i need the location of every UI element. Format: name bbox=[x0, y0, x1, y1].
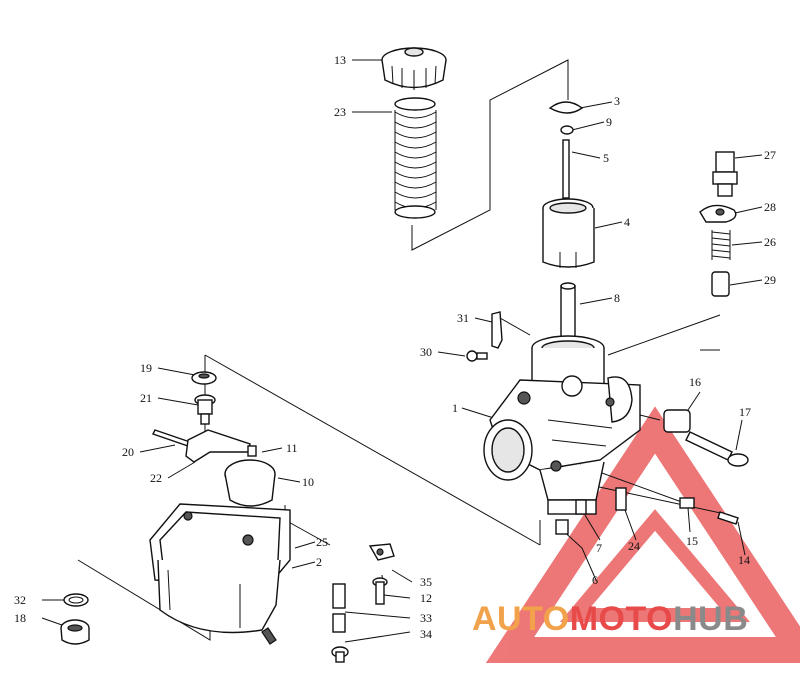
callout-26: 26 bbox=[764, 235, 776, 249]
callout-31: 31 bbox=[457, 311, 469, 325]
callout-19: 19 bbox=[140, 361, 152, 375]
callout-23: 23 bbox=[334, 105, 346, 119]
callout-28: 28 bbox=[764, 200, 776, 214]
part-float-bowl bbox=[149, 503, 291, 645]
part-idle-spring bbox=[663, 409, 691, 433]
callout-21: 21 bbox=[140, 391, 152, 405]
callout-7: 7 bbox=[596, 541, 602, 555]
part-plunger bbox=[711, 271, 730, 297]
part-drain-gasket bbox=[63, 593, 89, 607]
part-bracket bbox=[491, 311, 503, 349]
callout-13: 13 bbox=[334, 53, 346, 67]
callout-8: 8 bbox=[614, 291, 620, 305]
callout-30: 30 bbox=[420, 345, 432, 359]
part-pilot-jet bbox=[679, 497, 695, 509]
callout-34: 34 bbox=[420, 627, 432, 641]
callout-35: 35 bbox=[420, 575, 432, 589]
callout-12: 12 bbox=[420, 591, 432, 605]
part-drain-screw bbox=[331, 646, 349, 663]
part-drain-plug bbox=[60, 619, 90, 645]
part-clip-plate bbox=[548, 101, 584, 114]
callout-6: 6 bbox=[592, 573, 598, 587]
callout-17: 17 bbox=[739, 405, 751, 419]
callout-27: 27 bbox=[764, 148, 776, 162]
callout-2: 2 bbox=[316, 555, 322, 569]
callout-22: 22 bbox=[150, 471, 162, 485]
callout-5: 5 bbox=[603, 151, 609, 165]
callout-9: 9 bbox=[606, 115, 612, 129]
part-carburetor-body bbox=[483, 335, 641, 515]
part-needle-valve bbox=[575, 499, 587, 515]
callout-1: 1 bbox=[452, 401, 458, 415]
callout-15: 15 bbox=[686, 534, 698, 548]
watermark-hub: HUB bbox=[673, 600, 748, 638]
callout-29: 29 bbox=[764, 273, 776, 287]
callout-24: 24 bbox=[628, 539, 640, 553]
callout-16: 16 bbox=[689, 375, 701, 389]
callout-32: 32 bbox=[14, 593, 26, 607]
callout-14: 14 bbox=[738, 553, 750, 567]
part-cap bbox=[381, 47, 447, 90]
callout-11: 11 bbox=[286, 441, 298, 455]
part-float-pin bbox=[152, 429, 191, 447]
part-cap-nut bbox=[191, 371, 217, 385]
callout-18: 18 bbox=[14, 611, 26, 625]
part-float bbox=[224, 459, 276, 507]
callout-labels: 1 2 3 4 5 6 7 8 9 10 11 12 13 14 15 16 1… bbox=[14, 53, 776, 641]
part-main-jet bbox=[615, 487, 627, 511]
part-valve-seat bbox=[555, 519, 569, 535]
callout-10: 10 bbox=[302, 475, 314, 489]
part-idle-screw bbox=[685, 431, 749, 467]
part-throttle-slide bbox=[542, 198, 595, 268]
watermark-logo: AUTOMOTOHUB bbox=[472, 600, 748, 638]
part-e-clip bbox=[560, 125, 574, 135]
part-float-needle bbox=[247, 445, 257, 457]
part-needle-jet bbox=[560, 282, 576, 342]
callout-4: 4 bbox=[624, 215, 630, 229]
part-jet-needle bbox=[562, 139, 570, 199]
part-plate bbox=[699, 204, 737, 223]
part-drain-tube bbox=[332, 583, 346, 633]
part-throttle-spring bbox=[394, 97, 437, 219]
part-bowl-screw bbox=[372, 577, 388, 605]
callout-25: 25 bbox=[316, 535, 328, 549]
part-air-screw bbox=[717, 511, 739, 525]
part-float-arm bbox=[185, 429, 251, 463]
callout-20: 20 bbox=[122, 445, 134, 459]
part-plunger-spring bbox=[711, 230, 731, 260]
watermark-logo-triangle bbox=[485, 406, 800, 663]
callout-33: 33 bbox=[420, 611, 432, 625]
svg-text:AUTOMOTOHUB: AUTOMOTOHUB bbox=[472, 600, 748, 638]
part-air-fitting bbox=[712, 151, 738, 197]
part-screw bbox=[466, 350, 488, 362]
part-clamp bbox=[368, 543, 395, 561]
watermark-auto: AUTO bbox=[472, 600, 570, 638]
watermark-moto: MOTO bbox=[570, 600, 673, 638]
part-float-valve bbox=[194, 394, 216, 425]
leader-lines bbox=[41, 59, 763, 643]
callout-3: 3 bbox=[614, 94, 620, 108]
